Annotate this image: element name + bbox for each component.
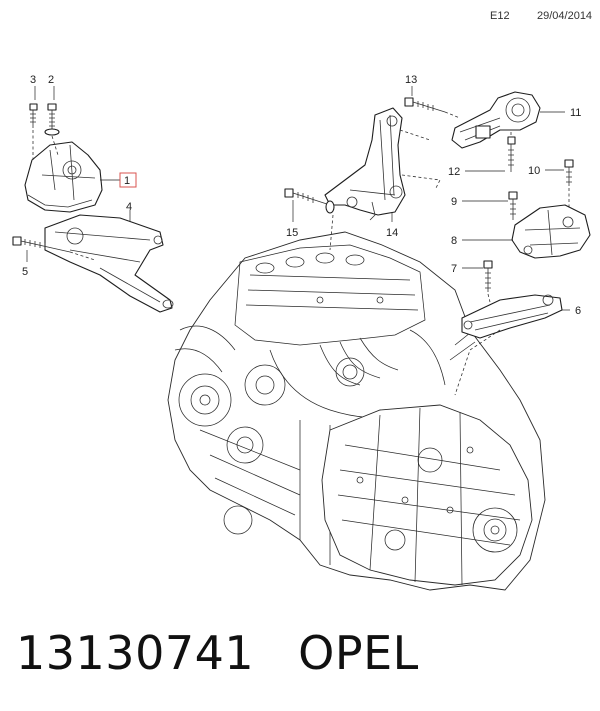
part-10-bolt[interactable] bbox=[564, 159, 574, 186]
part-5-bolt[interactable] bbox=[12, 236, 71, 253]
part-8-mount[interactable] bbox=[511, 204, 591, 259]
part-4-bracket[interactable] bbox=[44, 214, 174, 313]
callout-9[interactable]: 9 bbox=[451, 196, 457, 208]
part-caption: 13130741 OPEL bbox=[16, 626, 463, 680]
callout-5[interactable]: 5 bbox=[22, 266, 28, 278]
callout-1-highlight-box bbox=[119, 172, 137, 188]
part-15-bolt[interactable] bbox=[284, 188, 335, 214]
part-13-bolt[interactable] bbox=[404, 97, 446, 113]
callout-3[interactable]: 3 bbox=[30, 74, 36, 86]
part-9-bolt[interactable] bbox=[508, 191, 518, 220]
diagram-code: E12 bbox=[490, 10, 510, 22]
diagram-date: 29/04/2014 bbox=[537, 10, 593, 22]
part-2-bolt[interactable] bbox=[44, 103, 60, 136]
brand-name: OPEL bbox=[298, 626, 419, 680]
part-7-bolt[interactable] bbox=[483, 260, 493, 292]
callout-11[interactable]: 11 bbox=[570, 107, 581, 119]
part-number: 13130741 bbox=[16, 626, 255, 680]
callout-1[interactable]: 1 bbox=[124, 175, 130, 187]
part-14-bracket[interactable] bbox=[324, 107, 441, 221]
part-3-bolt[interactable] bbox=[29, 103, 38, 128]
callout-2[interactable]: 2 bbox=[48, 74, 54, 86]
callout-6[interactable]: 6 bbox=[575, 305, 581, 317]
engine-gearbox-assembly bbox=[167, 231, 546, 591]
callout-13[interactable]: 13 bbox=[405, 74, 417, 86]
callout-12[interactable]: 12 bbox=[448, 166, 460, 178]
callout-7[interactable]: 7 bbox=[451, 263, 457, 275]
callout-8[interactable]: 8 bbox=[451, 235, 457, 247]
callout-14[interactable]: 14 bbox=[386, 227, 398, 239]
callout-4[interactable]: 4 bbox=[126, 201, 132, 213]
part-1-engine-mount[interactable] bbox=[24, 141, 103, 213]
part-6-mount[interactable] bbox=[454, 294, 563, 396]
callout-15[interactable]: 15 bbox=[286, 227, 298, 239]
part-11-torque-rod[interactable] bbox=[451, 91, 541, 149]
callout-10[interactable]: 10 bbox=[528, 165, 540, 177]
part-12-bolt[interactable] bbox=[507, 136, 516, 172]
